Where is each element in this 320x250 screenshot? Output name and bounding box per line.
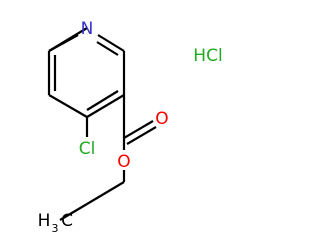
bond-carbonyl-double-1 xyxy=(123,120,154,139)
nitrogen-label: N xyxy=(81,19,94,39)
bond-ch2-ch3 xyxy=(86,181,125,205)
carbonyl-oxygen-label: O xyxy=(155,109,168,129)
molecule-structure: N Cl O O H 3 C HCl xyxy=(38,19,223,235)
bond-c6-n1-inner xyxy=(96,41,119,56)
ester-oxygen-label: O xyxy=(117,152,130,172)
hcl-salt-label: HCl xyxy=(193,46,222,66)
bond-c6-n1 xyxy=(97,34,125,52)
methyl-h-label: H xyxy=(38,211,51,231)
bond-ch3-stub xyxy=(59,203,88,221)
bond-c3-c4 xyxy=(48,94,88,118)
methyl-c-label: C xyxy=(61,211,73,231)
chlorine-label: Cl xyxy=(79,139,96,159)
structure-diagram: N Cl O O H 3 C HCl xyxy=(37,19,223,235)
bond-c4-c5-inner xyxy=(86,90,119,111)
bond-carbonyl-double-2 xyxy=(126,126,157,145)
bond-n1-c2-right xyxy=(48,34,79,52)
bond-c4-c5 xyxy=(86,94,125,118)
methyl-subscript-label: 3 xyxy=(52,222,59,235)
